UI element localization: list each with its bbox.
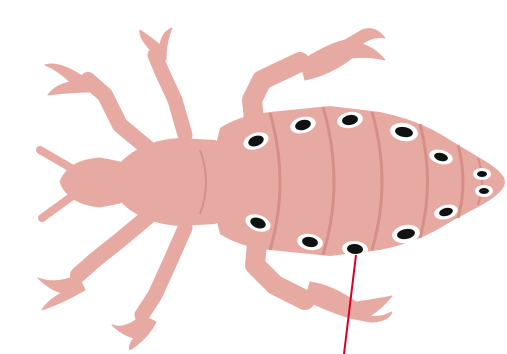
leg-front-left-upper	[45, 64, 150, 150]
leg-middle-left-upper	[140, 28, 185, 135]
spiracle-upper-6	[473, 168, 491, 180]
spiracle-lower-6	[475, 185, 493, 197]
abdomen	[213, 106, 506, 256]
leg-front-left-lower	[38, 215, 150, 310]
head	[40, 150, 130, 218]
